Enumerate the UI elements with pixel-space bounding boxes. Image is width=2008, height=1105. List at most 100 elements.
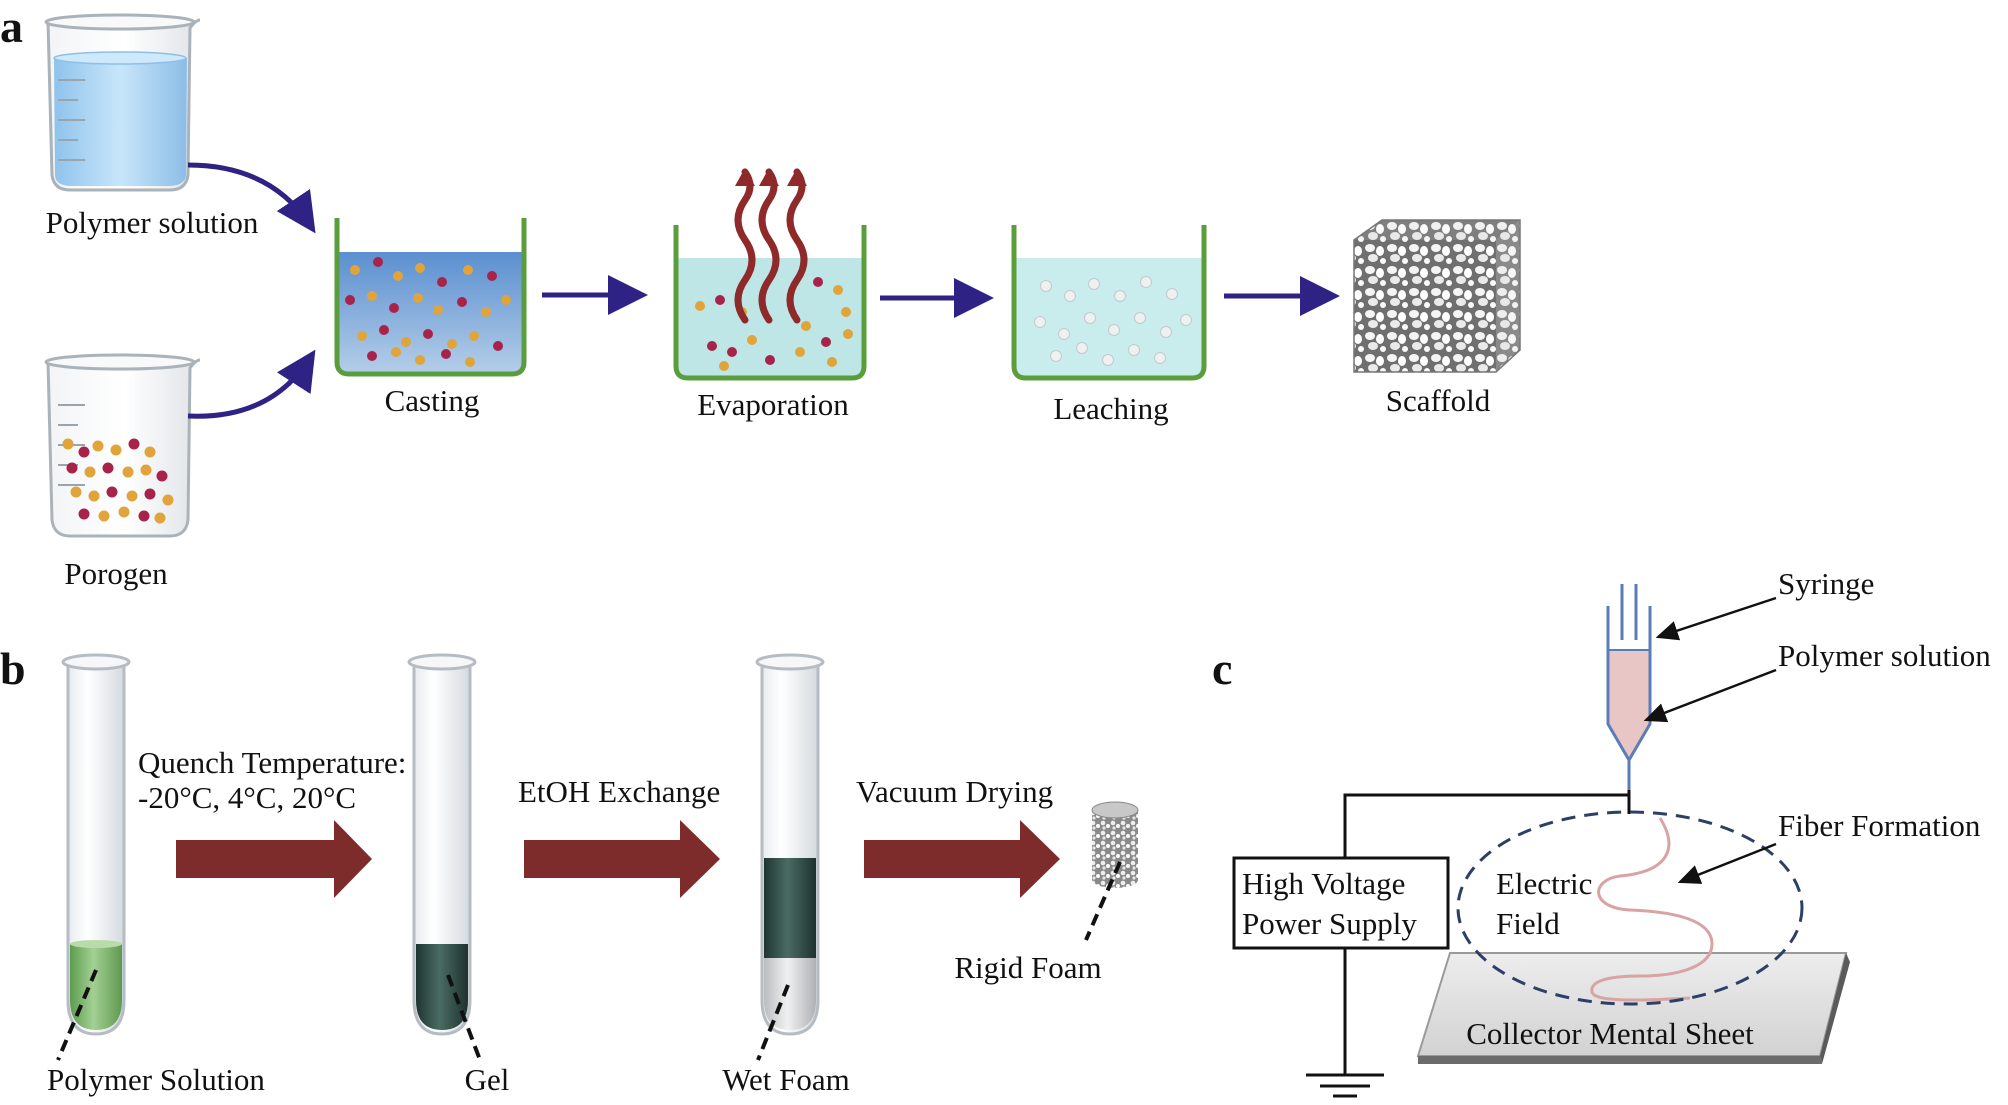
particle <box>88 490 100 502</box>
label-leaching: Leaching <box>1053 391 1168 426</box>
label-scaffold: Scaffold <box>1386 383 1491 418</box>
pointer-wet-foam <box>756 984 790 1061</box>
test-tube-gel <box>407 653 477 1036</box>
beaker-porogen <box>44 353 201 538</box>
particle <box>441 349 451 359</box>
particle <box>401 337 411 347</box>
particle <box>357 331 367 341</box>
particle <box>1050 350 1062 362</box>
label-quench-line2: -20°C, 4°C, 20°C <box>138 780 356 815</box>
vapor-icon <box>734 168 808 324</box>
particle <box>70 486 82 498</box>
label-rigid-foam: Rigid Foam <box>954 950 1101 985</box>
particle <box>1102 354 1114 366</box>
particle <box>118 506 130 518</box>
particle <box>457 297 467 307</box>
particle <box>727 347 737 357</box>
scaffold-foam-icon <box>1353 219 1521 373</box>
label-evaporation: Evaporation <box>697 387 849 422</box>
syringe-icon <box>1606 584 1652 790</box>
label-field-line2: Field <box>1496 906 1560 941</box>
particle <box>1154 352 1166 364</box>
particle <box>62 438 74 450</box>
particle <box>78 446 90 458</box>
particle <box>162 494 174 506</box>
particle <box>765 355 775 365</box>
particle <box>423 329 433 339</box>
label-polymer-solution-a: Polymer solution <box>46 205 259 240</box>
particle <box>367 291 377 301</box>
pointer-syringe <box>1655 596 1777 641</box>
label-etoh-exchange: EtOH Exchange <box>518 774 720 809</box>
particle <box>350 265 360 275</box>
particle <box>1108 324 1120 336</box>
particle <box>469 331 479 341</box>
particle <box>78 508 90 520</box>
particle <box>465 357 475 367</box>
evaporation-particles <box>695 277 853 371</box>
particle <box>389 303 399 313</box>
particle <box>128 438 140 450</box>
label-collector: Collector Mental Sheet <box>1466 1016 1754 1051</box>
particle <box>481 307 491 317</box>
label-casting: Casting <box>385 383 480 418</box>
circuit-wires <box>1343 790 1631 1075</box>
particle <box>98 510 110 522</box>
particle <box>1088 278 1100 290</box>
particle <box>715 295 725 305</box>
arrow-porogen-to-casting <box>187 349 316 419</box>
particle <box>140 464 152 476</box>
particle <box>487 271 497 281</box>
particle <box>695 301 705 311</box>
particle <box>501 295 511 305</box>
particle <box>719 361 729 371</box>
particle <box>138 510 150 522</box>
casting-particles <box>345 257 511 367</box>
arrow-etoh-exchange <box>524 820 720 898</box>
particle <box>463 265 473 275</box>
particle <box>154 512 166 524</box>
leaching-particles <box>1034 276 1192 366</box>
arrow-quench <box>176 820 372 898</box>
ground-icon <box>1306 1073 1384 1098</box>
particle <box>379 325 389 335</box>
label-porogen: Porogen <box>64 556 168 591</box>
particle <box>122 466 134 478</box>
particle <box>413 293 423 303</box>
pointer-gel <box>446 974 482 1061</box>
particle <box>66 462 78 474</box>
pointer-fiber-formation <box>1677 842 1777 884</box>
label-polymer-solution-c: Polymer solution <box>1778 638 1991 673</box>
pointer-polymer-solution-b <box>56 969 98 1061</box>
particle <box>373 257 383 267</box>
particle <box>393 271 403 281</box>
panel-c-letter: c <box>1212 643 1232 694</box>
beaker-polymer-solution <box>44 13 201 192</box>
particle <box>345 295 355 305</box>
particle <box>1084 312 1096 324</box>
particle <box>843 329 853 339</box>
particle <box>102 462 114 474</box>
label-hv-line1: High Voltage <box>1242 866 1405 901</box>
particle <box>106 486 118 498</box>
particle <box>841 307 851 317</box>
particle <box>833 285 843 295</box>
particle <box>1034 316 1046 328</box>
rigid-foam-icon <box>1091 801 1139 888</box>
particle <box>801 321 811 331</box>
arrow-vacuum-drying <box>864 820 1060 898</box>
test-tube-wet-foam <box>755 653 825 1036</box>
label-hv-line2: Power Supply <box>1242 906 1417 941</box>
particle <box>156 470 168 482</box>
pointer-rigid-foam <box>1084 861 1122 941</box>
particle <box>144 446 156 458</box>
particle <box>707 341 717 351</box>
particle <box>813 277 823 287</box>
label-gel: Gel <box>465 1062 510 1097</box>
panel-b-letter: b <box>0 643 26 694</box>
label-wet-foam: Wet Foam <box>722 1062 850 1097</box>
particle <box>367 351 377 361</box>
particle <box>1180 314 1192 326</box>
evaporation-basin <box>673 168 867 381</box>
